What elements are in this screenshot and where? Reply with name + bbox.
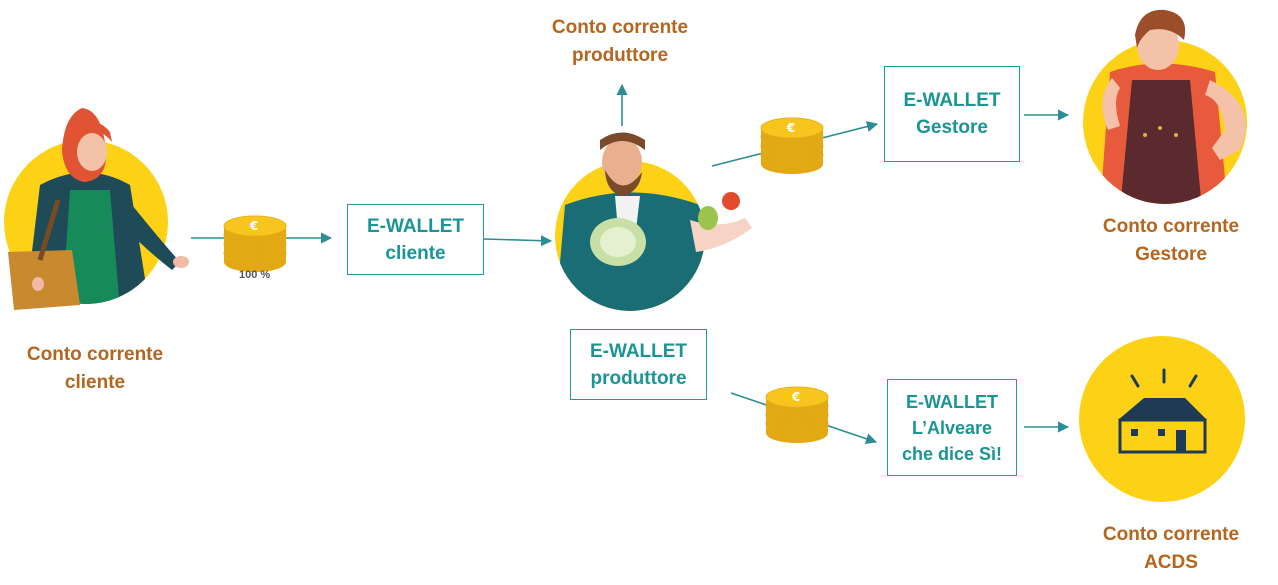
account-acds-label: Conto corrente ACDS <box>1076 521 1266 577</box>
account-cliente-line2: cliente <box>64 372 126 393</box>
coin-stack-customer: € <box>223 215 287 272</box>
account-produttore-line2: produttore <box>571 45 669 66</box>
coin-stack-manager-euro-symbol: € <box>786 121 795 135</box>
account-gestore-line2: Gestore <box>1135 244 1207 265</box>
manager-illustration <box>1083 9 1247 204</box>
customer-illustration <box>4 108 189 310</box>
arrow-wallet-to-producer <box>483 235 553 247</box>
coin-percentage-label: 100 % <box>239 269 271 281</box>
wallet-cliente-line2: cliente <box>385 242 446 264</box>
coin-stacks: € € € <box>223 117 829 443</box>
coin-stack-acds-euro-symbol: € <box>791 390 800 404</box>
account-produttore-label: Conto corrente produttore <box>525 14 715 70</box>
wallet-gestore-line2: Gestore <box>916 117 988 138</box>
coin-stack-acds: € <box>765 386 829 443</box>
account-acds-line2: ACDS <box>1144 552 1198 573</box>
wallet-alveare-line1: E-WALLET <box>906 391 998 412</box>
account-cliente-label: Conto corrente cliente <box>0 341 190 397</box>
wallet-produttore-line2: produttore <box>590 367 687 389</box>
wallet-alveare-line2: L’Alveare <box>911 417 993 438</box>
wallet-alveare-line3: che dice Sì! <box>901 443 1003 464</box>
coin-stack-customer-euro-symbol: € <box>249 219 258 233</box>
wallet-cliente-line1: E-WALLET <box>366 215 465 237</box>
producer-illustration <box>555 132 752 311</box>
account-acds-line1: Conto corrente <box>1102 524 1240 545</box>
account-gestore-line1: Conto corrente <box>1102 216 1240 237</box>
account-cliente-line1: Conto corrente <box>26 344 164 365</box>
account-gestore-label: Conto corrente Gestore <box>1076 213 1266 269</box>
coin-stack-manager: € <box>760 117 824 174</box>
wallet-produttore-box: E-WALLET produttore <box>570 329 707 400</box>
account-produttore-line1: Conto corrente <box>551 17 689 38</box>
wallet-produttore-line1: E-WALLET <box>589 340 688 362</box>
wallet-gestore-line1: E-WALLET <box>903 90 1001 111</box>
wallet-alveare-box: E-WALLET L’Alveare che dice Sì! <box>887 379 1017 476</box>
wallet-cliente-box: E-WALLET cliente <box>347 204 484 275</box>
wallet-gestore-box: E-WALLET Gestore <box>884 66 1020 162</box>
acds-house-illustration <box>1079 336 1245 502</box>
